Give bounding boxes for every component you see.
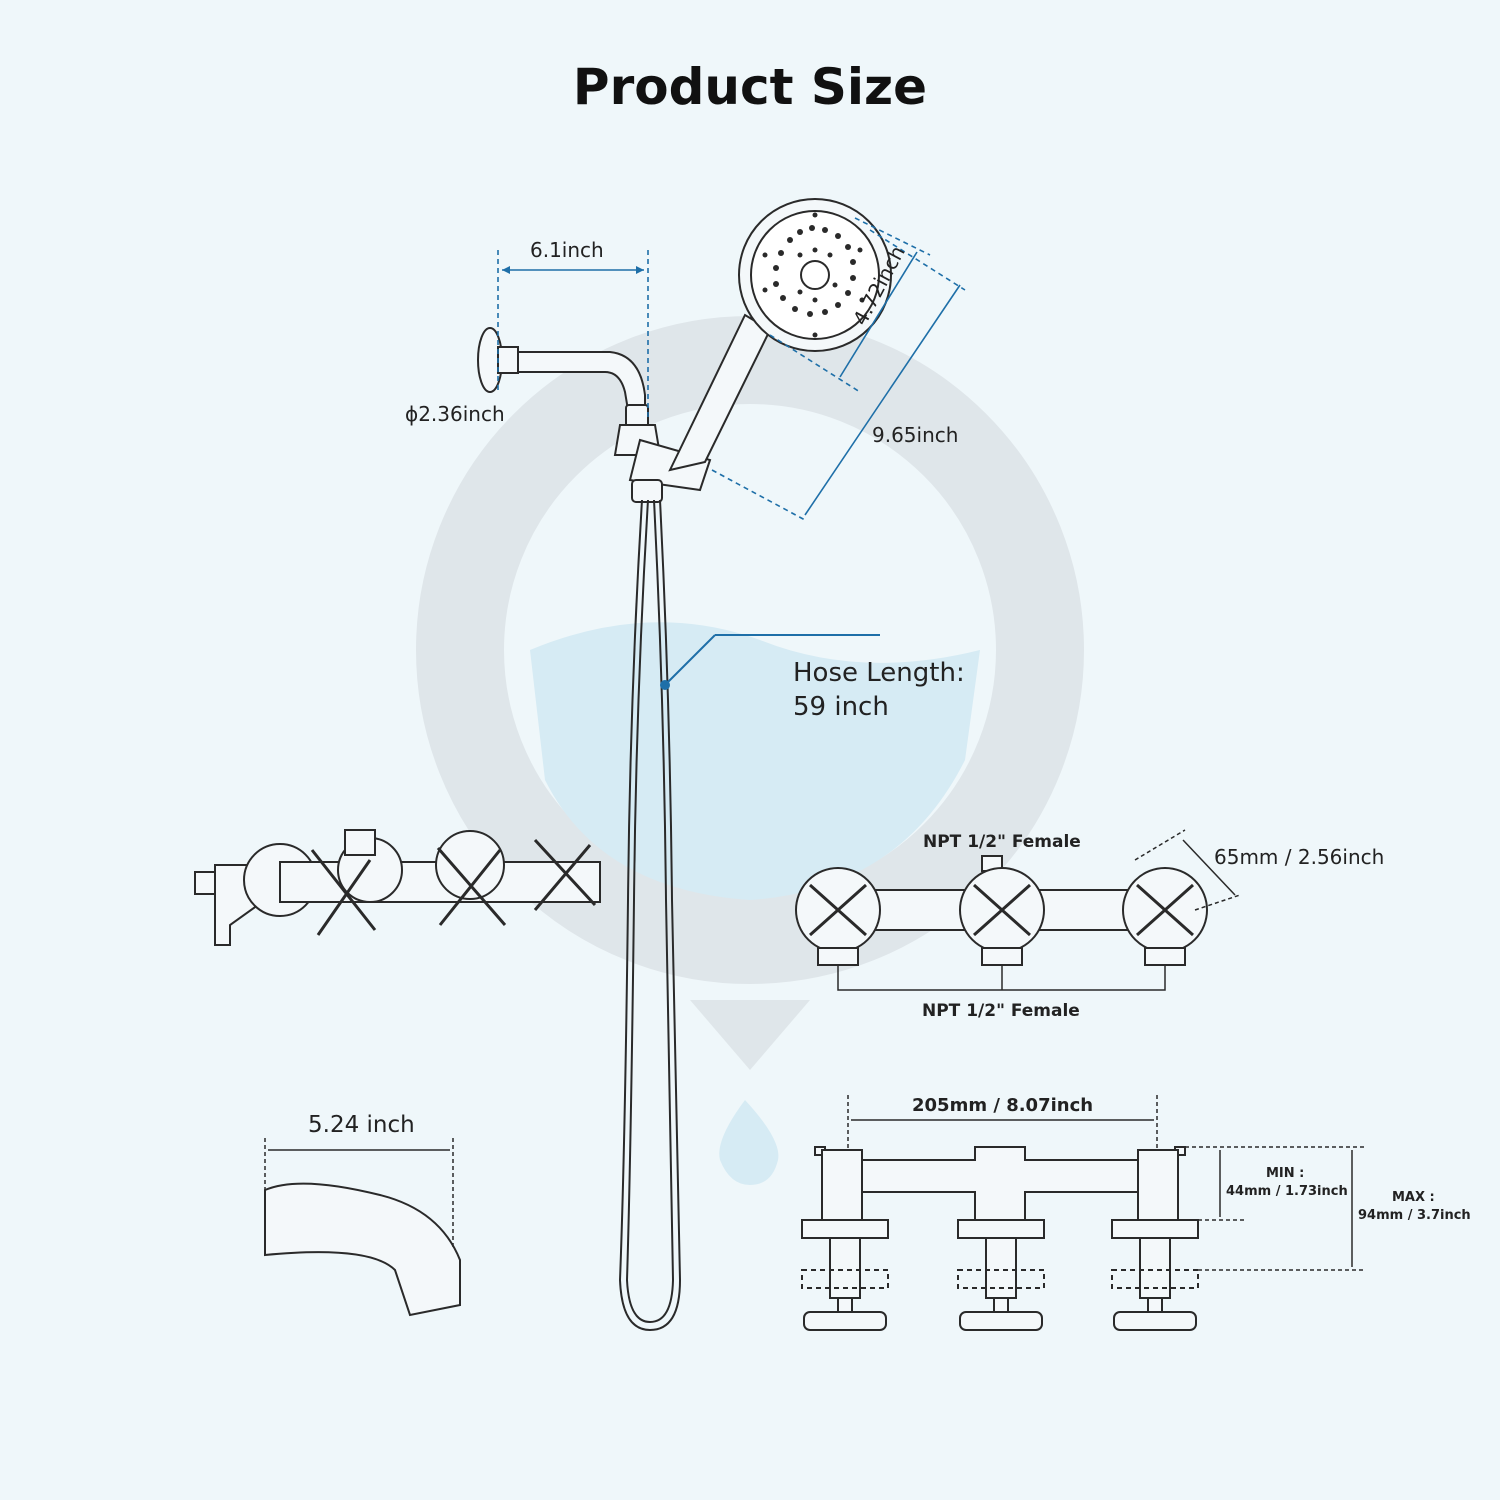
valve-width-label: 205mm / 8.07inch (912, 1095, 1094, 1116)
handle-size-label: 65mm / 2.56inch (1214, 845, 1385, 869)
min-label: MIN : (1266, 1166, 1305, 1181)
valve-top-drawing (795, 855, 1208, 966)
max-label: MAX : (1392, 1190, 1435, 1205)
page-title: Product Size (572, 58, 928, 116)
spout-dimension-lines (264, 1138, 454, 1250)
hose-callout (660, 634, 880, 690)
hose-length-title: Hose Length: (793, 658, 965, 688)
hose-drawing (618, 499, 682, 1332)
dimension-lines-shower (497, 217, 966, 521)
hose-length-value: 59 inch (793, 692, 889, 722)
valve-elevation-drawing (801, 1146, 1199, 1331)
arm-length-label: 6.1inch (530, 238, 604, 262)
handheld-length-label: 9.65inch (872, 423, 959, 447)
handheld-shower-drawing (668, 198, 892, 472)
npt-dimension-lines (837, 829, 1241, 991)
watermark-logo (416, 316, 1084, 1185)
flange-diameter-label: ϕ2.36inch (405, 402, 505, 426)
valve-side-drawing (194, 829, 601, 946)
tub-spout-drawing (264, 1182, 461, 1317)
npt-top-label: NPT 1/2" Female (923, 832, 1081, 852)
npt-bottom-label: NPT 1/2" Female (922, 1001, 1080, 1021)
max-value: 94mm / 3.7inch (1358, 1208, 1471, 1223)
min-value: 44mm / 1.73inch (1226, 1184, 1348, 1199)
elevation-dimension-lines (847, 1095, 1365, 1271)
spout-length-label: 5.24 inch (308, 1112, 415, 1138)
